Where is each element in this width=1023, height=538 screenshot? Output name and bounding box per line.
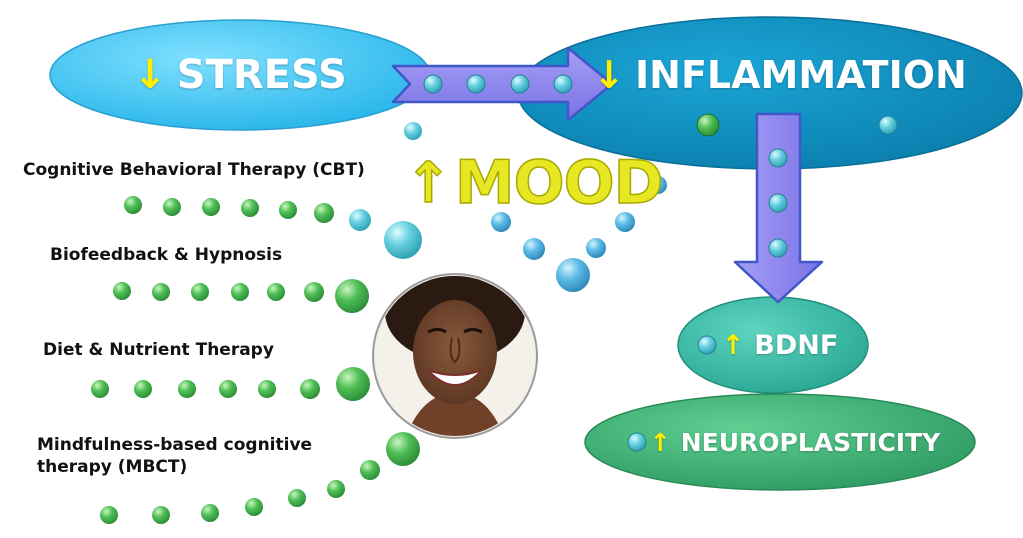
arrow-beads-vertical xyxy=(768,148,788,258)
mood-label: ↑ MOOD xyxy=(404,138,664,228)
therapy-label-mbct: Mindfulness-based cognitive therapy (MBC… xyxy=(37,435,313,477)
mbct-bead-trail xyxy=(100,432,420,524)
stress-oval xyxy=(49,19,431,131)
therapy-label-cbt: Cognitive Behavioral Therapy (CBT) xyxy=(23,160,365,180)
therapy-label-biofeedback: Biofeedback & Hypnosis xyxy=(50,245,283,265)
diet-bead-trail xyxy=(91,367,370,401)
up-arrow-icon: ↑ xyxy=(404,150,452,217)
cbt-bead-trail xyxy=(124,196,422,259)
biofeedback-bead-trail xyxy=(113,279,369,313)
mood-bead-trail xyxy=(404,122,667,292)
smiling-woman-photo-icon xyxy=(372,273,538,439)
neuroplasticity-oval xyxy=(584,393,976,491)
stress-to-inflammation-arrow xyxy=(391,46,614,122)
arrow-beads-horizontal xyxy=(423,74,573,94)
mood-text: MOOD xyxy=(454,147,664,219)
oval-beads xyxy=(627,113,898,452)
therapy-label-diet: Diet & Nutrient Therapy xyxy=(43,340,274,360)
